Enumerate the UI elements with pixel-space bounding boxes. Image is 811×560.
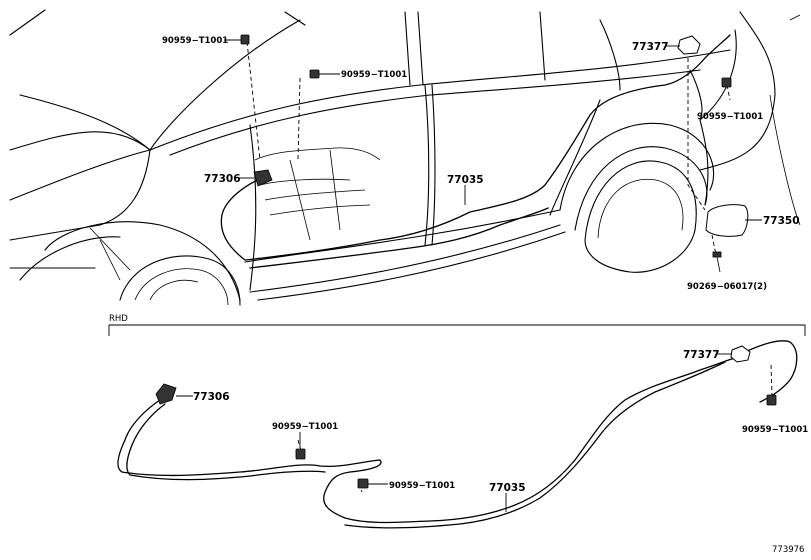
label-upper-90269: 90269−06017(2) — [687, 282, 767, 292]
upper-screw-90269 — [712, 251, 722, 273]
label-lower-clip-right: 90959−T1001 — [742, 425, 808, 435]
upper-part-77350 — [705, 204, 749, 237]
lower-sensor-77306 — [155, 383, 177, 405]
lower-harness-77035-cable — [117, 356, 739, 524]
upper-clip-90959-top-left — [240, 34, 250, 45]
vehicle-body-outline — [9, 9, 801, 306]
rhd-section-label: RHD — [109, 314, 128, 324]
upper-clip-90959-right — [721, 77, 732, 88]
label-lower-77306: 77306 — [193, 391, 230, 403]
label-upper-clip-top-mid: 90959−T1001 — [341, 70, 407, 80]
upper-harness-77035-cable-2 — [249, 207, 549, 269]
label-lower-77035: 77035 — [489, 482, 526, 494]
rhd-bracket — [108, 324, 806, 336]
upper-sensor-77306 — [253, 169, 273, 187]
label-upper-77377: 77377 — [632, 41, 669, 53]
label-upper-77306: 77306 — [204, 173, 241, 185]
figure-id: 773976 — [772, 545, 804, 555]
lower-clip-90959-mid — [357, 478, 369, 489]
label-lower-77377: 77377 — [683, 349, 720, 361]
lower-harness-77035-loop — [744, 340, 798, 403]
upper-harness-77035-cable — [220, 34, 731, 261]
lower-clip-90959-left — [295, 448, 306, 460]
label-upper-clip-right: 90959−T1001 — [697, 112, 763, 122]
upper-clip-90959-top-mid — [309, 69, 320, 79]
lower-harness-77035-cable-2 — [126, 403, 326, 481]
label-lower-clip-mid: 90959−T1001 — [389, 481, 455, 491]
lower-harness-77035-cable-3 — [344, 361, 726, 529]
lower-clip-90959-right — [766, 394, 777, 406]
lower-part-77377 — [730, 345, 751, 363]
label-upper-77350: 77350 — [763, 215, 800, 227]
label-upper-clip-top-left: 90959−T1001 — [162, 36, 228, 46]
upper-part-77377 — [677, 35, 701, 55]
label-lower-clip-left: 90959−T1001 — [272, 422, 338, 432]
label-upper-77035: 77035 — [447, 174, 484, 186]
